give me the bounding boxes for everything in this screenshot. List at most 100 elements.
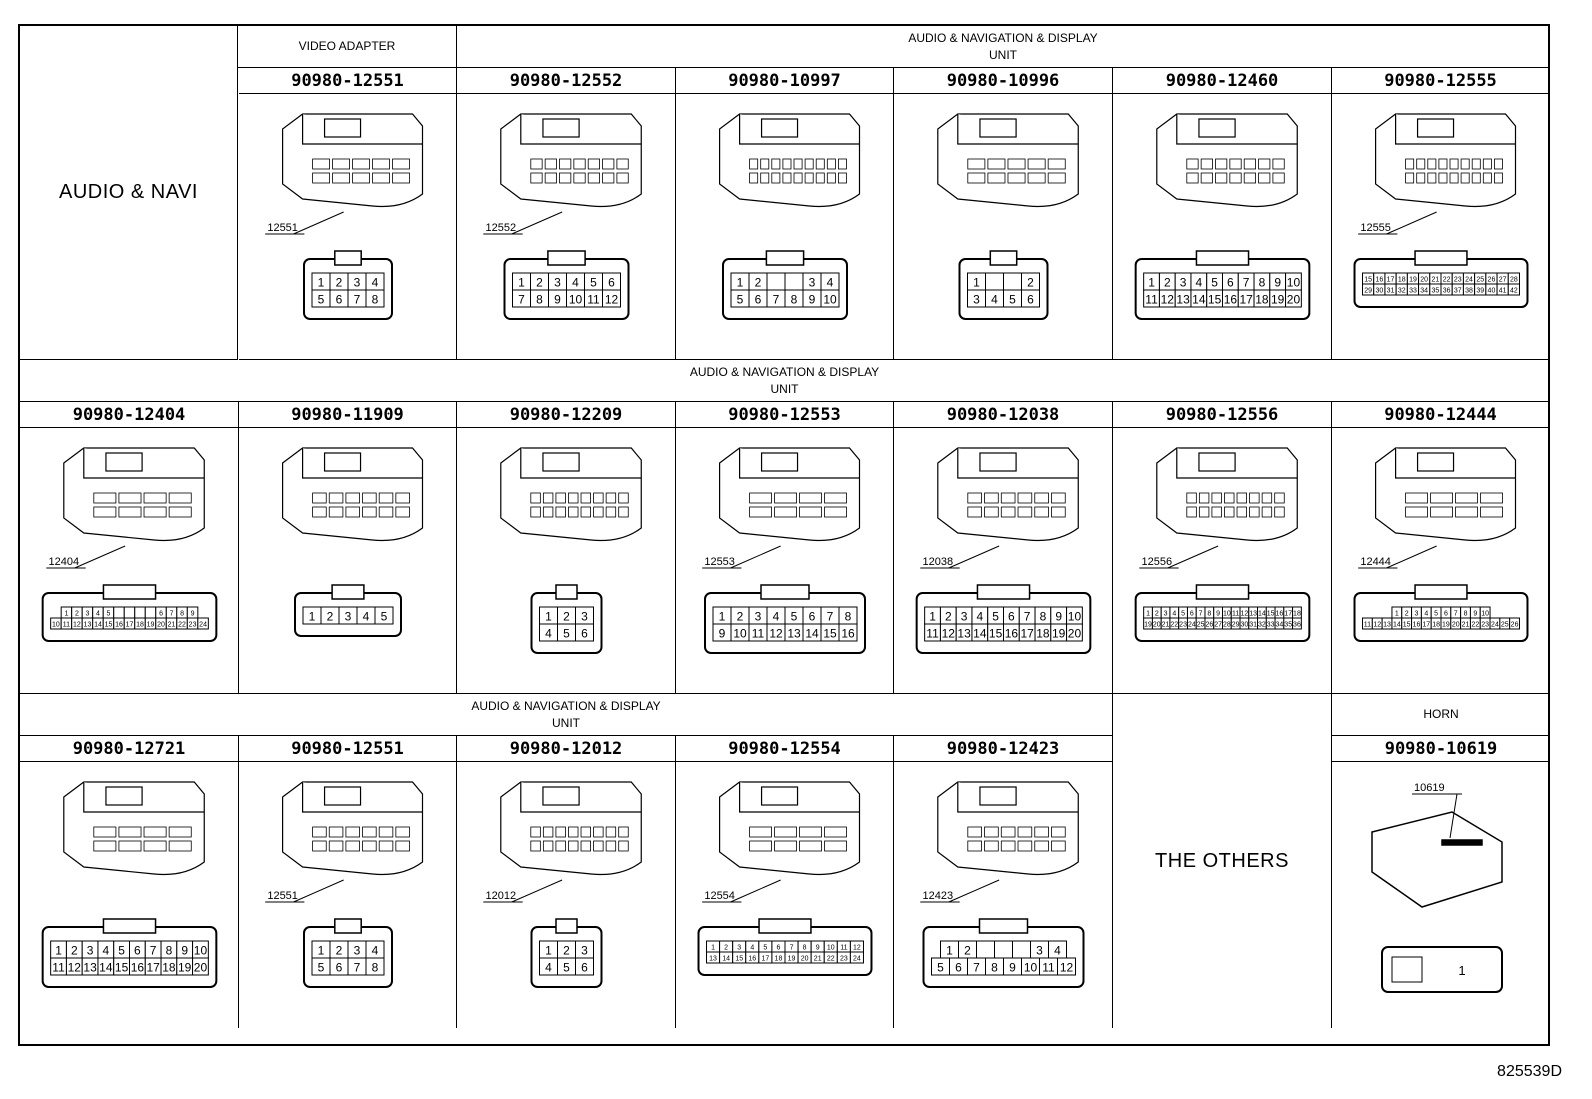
pin-number: 14 (805, 626, 819, 640)
pin-cavity: 31 (1248, 617, 1259, 630)
pin-number: 4 (545, 626, 552, 640)
pin-cavity: 10 (192, 940, 209, 959)
pin-number: 15 (1364, 277, 1372, 284)
pin-cavity: 7 (1195, 606, 1206, 619)
pin-cavity: 18 (1253, 289, 1271, 308)
pin-number: 3 (961, 609, 968, 623)
pin-number: 20 (1420, 277, 1428, 284)
pin-cavity: 14 (1190, 289, 1208, 308)
pin-cavity: 16 (1222, 289, 1239, 308)
pin-cavity: 11 (1362, 617, 1373, 630)
pin-cavity: 3 (347, 272, 367, 291)
pin-number: 28 (1223, 622, 1231, 629)
pin-number: 1 (545, 609, 552, 623)
callout-number: 12551 (267, 890, 298, 902)
callout-number: 12423 (922, 890, 953, 902)
callout-number: 12012 (485, 890, 516, 902)
pin-number: 9 (181, 943, 188, 957)
pin-cavity: 1 (1143, 606, 1153, 619)
pin-number: 32 (1398, 288, 1406, 295)
part-number-90980-12551: 90980-12551 (239, 736, 457, 762)
pin-cavity: 9 (176, 940, 194, 959)
pin-number: 6 (581, 626, 588, 640)
pin-cavity: 10 (1479, 606, 1491, 619)
pin-number: 23 (840, 956, 848, 963)
pin-number: 12 (769, 626, 783, 640)
header-text: VIDEO ADAPTER (298, 39, 396, 53)
pin-cavity: 19 (1406, 272, 1420, 285)
pin-cavity: 16 (1274, 606, 1285, 619)
pin-cavity: 20 (192, 957, 209, 976)
pin-number: 40 (1488, 288, 1496, 295)
pin-number: 2 (536, 275, 543, 289)
pin-cavity: 7 (1450, 606, 1462, 619)
pin-cavity: 7 (144, 940, 162, 959)
connector-table: AUDIO & NAVI VIDEO ADAPTER AUDIO & NAVIG… (18, 24, 1550, 1046)
pin-cavity: 6 (329, 957, 349, 976)
pin-number: 24 (853, 956, 861, 963)
callout-number: 12554 (704, 890, 735, 902)
pin-cavity: 3 (81, 940, 99, 959)
pin-number: 12 (1241, 611, 1249, 618)
part-number-90980-12554: 90980-12554 (676, 736, 894, 762)
callout-tag: 12554 (702, 879, 781, 903)
pin-cavity: 26 (1485, 272, 1498, 285)
pin-cavity: 28 (1507, 272, 1520, 285)
pin-cavity: 14 (1391, 617, 1403, 630)
pin-cavity: 6 (748, 289, 768, 308)
pin-number: 6 (608, 275, 615, 289)
pin-cavity: 3 (548, 272, 567, 291)
pin-cavity: 30 (1239, 617, 1250, 630)
pin-cavity: 29 (1230, 617, 1241, 630)
pin-cavity: 18 (1430, 617, 1442, 630)
pin-cavity: 31 (1384, 283, 1397, 296)
pin-cavity: 21 (1460, 617, 1471, 630)
pin-number: 8 (166, 943, 173, 957)
pin-cavity: 5 (987, 606, 1005, 625)
pin-cavity: 18 (1292, 606, 1302, 619)
pin-number: 5 (318, 292, 325, 306)
pin-cavity: 11 (584, 289, 603, 308)
pin-number: 19 (1409, 277, 1417, 284)
pin-cavity: 1 (60, 606, 73, 619)
pin-number: 15 (735, 956, 743, 963)
pin-cavity: 18 (1034, 623, 1052, 642)
pin-cavity: 5 (102, 606, 115, 619)
pin-cavity: 5 (1430, 606, 1442, 619)
pin-cavity: 26 (1509, 617, 1520, 630)
pin-number: 3 (345, 609, 352, 623)
pin-cavity: 22 (1440, 272, 1453, 285)
pin-cavity: 27 (1496, 272, 1509, 285)
pin-number: 17 (1239, 292, 1253, 306)
pin-number: 22 (827, 956, 835, 963)
part-number-90980-12460: 90980-12460 (1113, 68, 1332, 94)
pin-cavity: 16 (1373, 272, 1386, 285)
pin-cavity: 33 (1265, 617, 1276, 630)
pin-cavity: 6 (1186, 606, 1197, 619)
part-number-90980-12555: 90980-12555 (1332, 68, 1550, 94)
pin-number: 10 (52, 622, 60, 629)
pin-number: 37 (1454, 288, 1462, 295)
pin-number: 5 (381, 609, 388, 623)
pin-number: 16 (131, 960, 145, 974)
pin-number: 4 (827, 275, 834, 289)
pin-cavity: 16 (1003, 623, 1020, 642)
pin-number: 16 (1375, 277, 1383, 284)
pin-number: 4 (773, 609, 780, 623)
pin-cavity: 4 (1048, 940, 1067, 959)
pin-number: 1 (719, 609, 726, 623)
part-number-90980-12404: 90980-12404 (20, 402, 239, 428)
pin-number: 21 (1431, 277, 1439, 284)
pin-cavity: 10 (50, 617, 62, 630)
pin-number: 14 (722, 956, 730, 963)
callout-tag: 12551 (265, 211, 344, 235)
pin-cavity: 2 (1021, 272, 1040, 291)
